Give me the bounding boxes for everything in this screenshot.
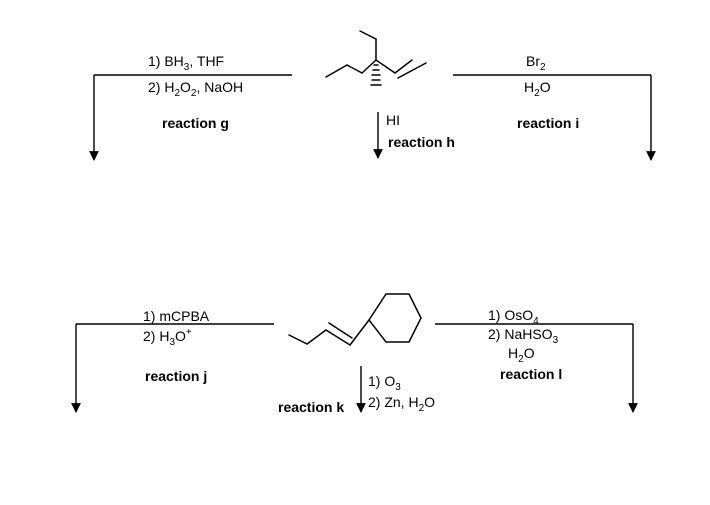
reaction-g-arrow bbox=[89, 74, 292, 161]
reaction-l-arrow bbox=[435, 323, 638, 413]
reaction-k-step1: 1) O3 bbox=[368, 373, 401, 393]
reaction-j-step1: 1) mCPBA bbox=[143, 308, 210, 324]
reaction-i-reagent1: Br2 bbox=[526, 53, 546, 73]
reaction-g-step2: 2) H2O2, NaOH bbox=[148, 79, 243, 99]
reaction-j-step2: 2) H3O+ bbox=[143, 327, 192, 348]
reaction-g-step1: 1) BH3, THF bbox=[148, 53, 224, 73]
hashed-wedge-bond bbox=[370, 64, 382, 86]
reaction-g-label: reaction g bbox=[162, 115, 229, 131]
reaction-j-label: reaction j bbox=[145, 368, 207, 384]
reaction-l-step2: 2) NaHSO3 bbox=[488, 326, 559, 346]
reaction-k-label: reaction k bbox=[278, 399, 344, 415]
reaction-k-step2: 2) Zn, H2O bbox=[368, 394, 435, 414]
reaction-i-arrow bbox=[453, 74, 656, 161]
reaction-l-step1: 1) OsO4 bbox=[488, 307, 539, 327]
reaction-h-label: reaction h bbox=[388, 134, 455, 150]
top-alkene-molecule bbox=[325, 30, 427, 86]
reaction-l-step3: H2O bbox=[508, 345, 535, 365]
reaction-i-reagent2: H2O bbox=[524, 79, 551, 99]
reaction-h-reagent: HI bbox=[386, 112, 400, 128]
reaction-j-arrow bbox=[71, 323, 274, 413]
reaction-i-label: reaction i bbox=[517, 115, 579, 131]
reaction-l-label: reaction l bbox=[500, 366, 562, 382]
cyclohexyl-butene-molecule bbox=[288, 293, 422, 346]
